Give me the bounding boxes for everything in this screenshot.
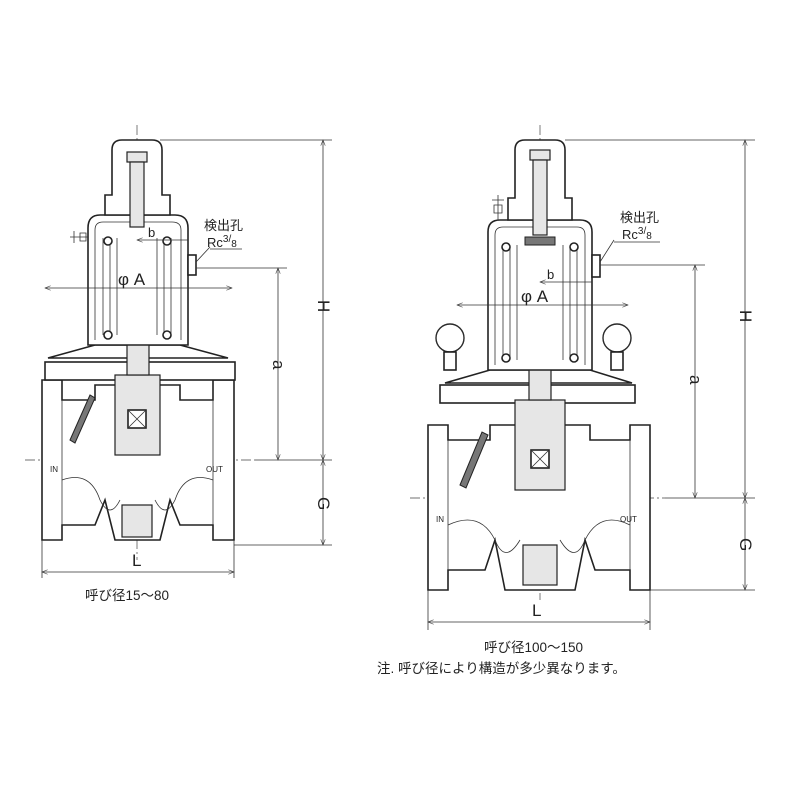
pilot-tube <box>459 431 489 489</box>
label-H: H <box>314 300 333 312</box>
valve-body <box>41 379 235 541</box>
label-outlet: OUT <box>620 515 637 524</box>
spring-housing <box>87 214 189 346</box>
label-a: a <box>269 360 288 370</box>
pilot-tube <box>69 394 96 444</box>
structure-note: 注. 呼び径により構造が多少異なります。 <box>377 660 626 676</box>
eye-bolt-right <box>602 323 632 353</box>
label-b: b <box>547 267 554 282</box>
label-b: b <box>148 225 155 240</box>
eye-bolt-left <box>435 323 465 353</box>
vent-plug <box>492 195 504 220</box>
bottom-plug <box>121 504 153 538</box>
sensing-port <box>187 254 197 276</box>
label-port-thread: Rc3/8 <box>207 234 237 250</box>
vent-plug <box>70 231 88 243</box>
label-phiA: φ A <box>118 270 146 289</box>
spring-housing <box>487 219 593 371</box>
label-G: G <box>314 497 333 510</box>
label-G: G <box>736 538 755 551</box>
label-H: H <box>736 310 755 322</box>
label-sensing-port: 検出孔 <box>620 210 659 225</box>
label-phiA: φ A <box>521 287 549 306</box>
left-valve-drawing: φ A b 検出孔 Rc3/8 H a G L IN OUT 呼び径15～80 <box>25 125 333 603</box>
label-inlet: IN <box>436 515 444 524</box>
label-L: L <box>132 551 141 570</box>
caption-size-range: 呼び径100～150 <box>484 640 583 655</box>
label-sensing-port: 検出孔 <box>204 218 243 233</box>
label-L: L <box>532 601 541 620</box>
caption-size-range: 呼び径15～80 <box>85 588 169 603</box>
label-inlet: IN <box>50 465 58 474</box>
right-valve-drawing: φ A b 検出孔 Rc3/8 H a G L IN OUT 呼び径100～15… <box>377 125 755 676</box>
label-a: a <box>686 375 705 385</box>
label-port-thread: Rc3/8 <box>622 226 652 242</box>
label-outlet: OUT <box>206 465 223 474</box>
sensing-port <box>591 254 601 278</box>
valve-body <box>427 424 651 591</box>
spring <box>502 245 578 360</box>
bottom-plug <box>522 544 558 586</box>
